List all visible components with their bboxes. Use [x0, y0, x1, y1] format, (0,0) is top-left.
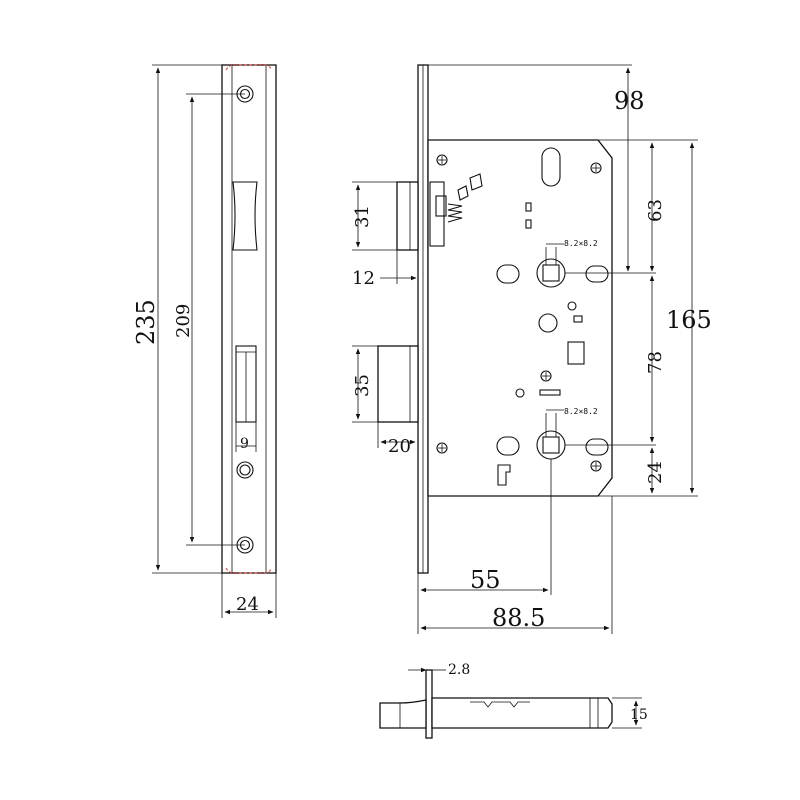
upper-square-label: 8.2×8.2 — [564, 239, 598, 248]
plate-thickness-label: 2.8 — [448, 662, 470, 678]
case-screw-top-right — [590, 162, 602, 174]
faceplate-top-radius — [225, 64, 273, 71]
latch-height-label: 31 — [352, 205, 373, 228]
faceplate-bottom-radius — [225, 567, 273, 574]
hook-detail — [497, 464, 511, 486]
bottom-view: 2.8 15 — [379, 662, 648, 739]
depth-label: 88.5 — [492, 604, 545, 632]
upper-square-hole — [542, 264, 560, 282]
case-screw-middle — [540, 370, 552, 382]
middle-hole — [538, 313, 558, 333]
case-screw-top-left — [436, 154, 448, 166]
bottom-thickness-label: 15 — [630, 707, 648, 723]
bottom-faceplate — [425, 669, 433, 739]
bottom-bolt — [379, 699, 427, 729]
lock-case — [427, 139, 613, 497]
lower-spindle-label: 24 — [645, 461, 666, 484]
slot-width-label: 9 — [240, 436, 249, 452]
lower-square-hole — [542, 436, 560, 454]
spindle-spacing-label: 78 — [645, 351, 666, 374]
top-offset-label: 98 — [614, 87, 645, 115]
case-screw-bottom-left — [436, 442, 448, 454]
lock-body-view: 8.2×8.2 8.2×8.2 98 63 78 24 165 — [352, 64, 712, 634]
latch-throw-label: 12 — [352, 268, 375, 289]
latch-bolt — [396, 181, 419, 251]
latch-tail — [435, 195, 447, 217]
top-slot — [541, 147, 561, 187]
faceplate-length-label: 235 — [132, 299, 160, 345]
total-height-label: 165 — [666, 306, 712, 334]
hole-spacing-label: 209 — [173, 304, 194, 338]
case-screw-bottom-right — [590, 460, 602, 472]
latch-opening — [232, 181, 258, 251]
deadbolt-height-label: 35 — [352, 374, 373, 397]
faceplate-view: 9 235 209 24 — [132, 64, 277, 618]
faceplate-outline — [221, 64, 277, 574]
deadbolt — [377, 345, 419, 423]
latch-spring-icon — [447, 203, 463, 223]
deadbolt-throw-label: 20 — [388, 436, 411, 457]
upper-spindle-label: 63 — [645, 199, 666, 222]
faceplate-width-label: 24 — [236, 594, 259, 615]
lower-square-label: 8.2×8.2 — [564, 407, 598, 416]
bottom-case — [431, 697, 613, 729]
cylinder-cam-slot — [567, 341, 585, 365]
faceplate-middle-screw-hole — [236, 461, 254, 479]
backset-label: 55 — [470, 566, 501, 594]
